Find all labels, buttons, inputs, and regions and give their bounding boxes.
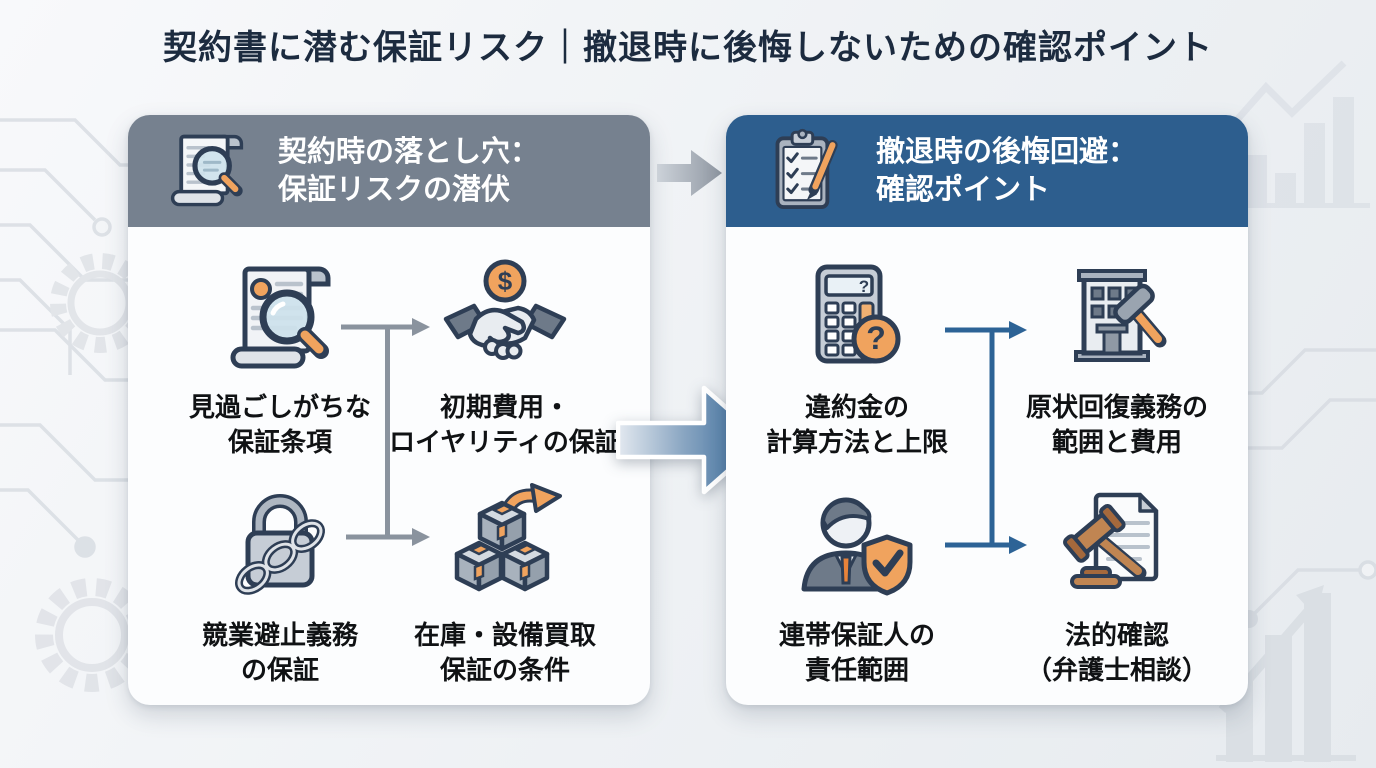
- dollar-glyph: $: [498, 266, 513, 296]
- document-magnifier-icon: [230, 266, 331, 369]
- item-label-line2: 保証条項: [227, 427, 332, 457]
- panel-header-line1: 撤退時の後悔回避：: [876, 136, 1138, 168]
- item-label-line2: 計算方法と上限: [765, 427, 948, 457]
- building-hammer-icon: [1074, 269, 1167, 362]
- item-label: 違約金の 計算方法と上限: [766, 390, 948, 460]
- item-restoration-scope-cost: 原状回復義務の 範囲と費用: [992, 255, 1242, 460]
- item-label: 原状回復義務の 範囲と費用: [1026, 390, 1208, 460]
- panel-contract-pitfalls-body: 見過ごしがちな 保証条項 $ 初期費用・: [128, 227, 650, 705]
- panel-exit-checkpoints: 撤退時の後悔回避： 確認ポイント ?: [726, 115, 1248, 705]
- panel-header-title: 契約時の落とし穴： 保証リスクの潜伏: [278, 133, 539, 209]
- item-label: 連帯保証人の 責任範囲: [779, 618, 935, 688]
- item-label-line1: 違約金の: [804, 392, 909, 422]
- panel-header-line1: 契約時の落とし穴：: [278, 136, 540, 168]
- gavel-document-icon: [1063, 492, 1159, 589]
- panel-contract-pitfalls-header: 契約時の落とし穴： 保証リスクの潜伏: [128, 115, 650, 227]
- panel-exit-checkpoints-body: ? ? 違約金の 計算方法と上限: [726, 227, 1248, 705]
- item-joint-guarantor-liability: 連帯保証人の 責任範囲: [732, 483, 982, 688]
- item-label: 初期費用・ ロイヤリティの保証: [389, 390, 621, 460]
- scroll-magnifier-icon: [170, 134, 244, 207]
- panel-exit-checkpoints-header: 撤退時の後悔回避： 確認ポイント: [726, 115, 1248, 227]
- item-legal-check-lawyer: 法的確認 （弁護士相談）: [992, 483, 1242, 688]
- question-glyph-big: ?: [866, 320, 886, 356]
- item-label-line1: 競業避止義務: [201, 620, 358, 650]
- item-label-line2: 責任範囲: [804, 655, 909, 685]
- boxes-buyback-icon: [440, 483, 562, 613]
- right-connector-arrows: [945, 321, 1027, 554]
- panel-contract-pitfalls: 契約時の落とし穴： 保証リスクの潜伏: [128, 115, 650, 705]
- item-label: 競業避止義務 の保証: [202, 618, 358, 688]
- item-initial-fee-royalty-guarantee: $ 初期費用・ ロイヤリティの保証: [380, 255, 630, 460]
- item-label-line2: ロイヤリティの保証: [389, 427, 621, 457]
- item-label: 法的確認 （弁護士相談）: [1026, 618, 1208, 688]
- header-flow-arrow-icon: [657, 150, 722, 196]
- item-label-line2: 範囲と費用: [1051, 427, 1182, 457]
- item-label: 在庫・設備買取 保証の条件: [414, 618, 596, 688]
- item-noncompete-guarantee: 競業避止義務 の保証: [155, 483, 405, 688]
- panel-header-title: 撤退時の後悔回避： 確認ポイント: [876, 133, 1137, 209]
- item-label-line2: （弁護士相談）: [1025, 655, 1208, 685]
- item-label-line1: 法的確認: [1064, 620, 1169, 650]
- handshake-dollar-icon: $: [443, 259, 567, 360]
- item-label-line1: 見過ごしがちな: [188, 392, 371, 422]
- item-overlooked-guarantee-clauses: 見過ごしがちな 保証条項: [155, 255, 405, 460]
- panel-header-line2: 保証リスクの潜伏: [278, 174, 511, 206]
- item-label-line2: 保証の条件: [439, 655, 570, 685]
- question-glyph-small: ?: [859, 277, 869, 296]
- item-label-line1: 原状回復義務の: [1025, 392, 1208, 422]
- person-shield-icon: [801, 497, 913, 596]
- left-connector-arrows: [341, 318, 430, 546]
- panel-header-line2: 確認ポイント: [876, 174, 1051, 206]
- item-label-line1: 在庫・設備買取: [413, 620, 596, 650]
- page-title: 契約書に潜む保証リスク｜撤退時に後悔しないための確認ポイント: [163, 29, 1213, 67]
- item-label-line1: 連帯保証人の: [778, 620, 935, 650]
- item-label-line1: 初期費用・: [439, 392, 570, 422]
- lock-chain-icon: [235, 494, 325, 595]
- calculator-question-icon: ? ?: [815, 264, 901, 364]
- item-penalty-calculation-cap: ? ? 違約金の 計算方法と上限: [732, 255, 982, 460]
- clipboard-pencil-icon: [775, 128, 838, 210]
- item-label-line2: の保証: [240, 655, 319, 685]
- item-inventory-equipment-buyback: 在庫・設備買取 保証の条件: [380, 483, 630, 688]
- item-label: 見過ごしがちな 保証条項: [189, 390, 371, 460]
